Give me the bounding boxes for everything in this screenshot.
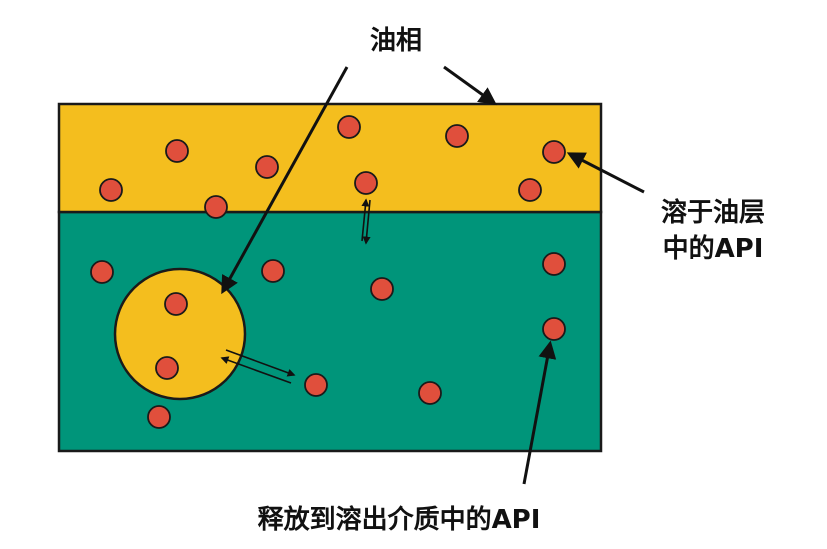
arrow-api-in-oil [566,152,645,194]
partition-arrows-interface [361,198,371,245]
oil-droplet [113,267,247,401]
api-particle [337,115,361,139]
api-particle [255,155,279,179]
arrow-oil-to-layer [443,65,497,106]
api-particle [542,252,566,276]
api-particle [99,178,123,202]
arrow-oil-to-droplet [221,66,349,295]
oil-layer [57,102,603,214]
api-particle [147,405,171,429]
api-particle [155,356,179,380]
label-api-released: 释放到溶出介质中的API [258,504,541,535]
api-particle [370,277,394,301]
api-particles-oil [99,115,566,219]
label-api-in-oil-line1: 溶于油层 [661,197,765,228]
partition-arrows-droplet [220,349,296,384]
api-particle [542,317,566,341]
api-particle [418,381,442,405]
api-particle [518,178,542,202]
api-particle [204,195,228,219]
api-particle [445,124,469,148]
api-particles-medium [90,252,566,429]
api-particle [165,139,189,163]
api-particle [354,171,378,195]
api-particle [261,259,285,283]
callout-arrows [221,65,645,485]
arrow-api-released [522,340,557,485]
api-particle [542,140,566,164]
label-oil-phase: 油相 [370,26,422,56]
api-particle [304,373,328,397]
api-particle [164,292,188,316]
label-api-in-oil-line2: 中的API [663,233,764,264]
api-particle [90,260,114,284]
api-particles-droplet [155,292,188,380]
